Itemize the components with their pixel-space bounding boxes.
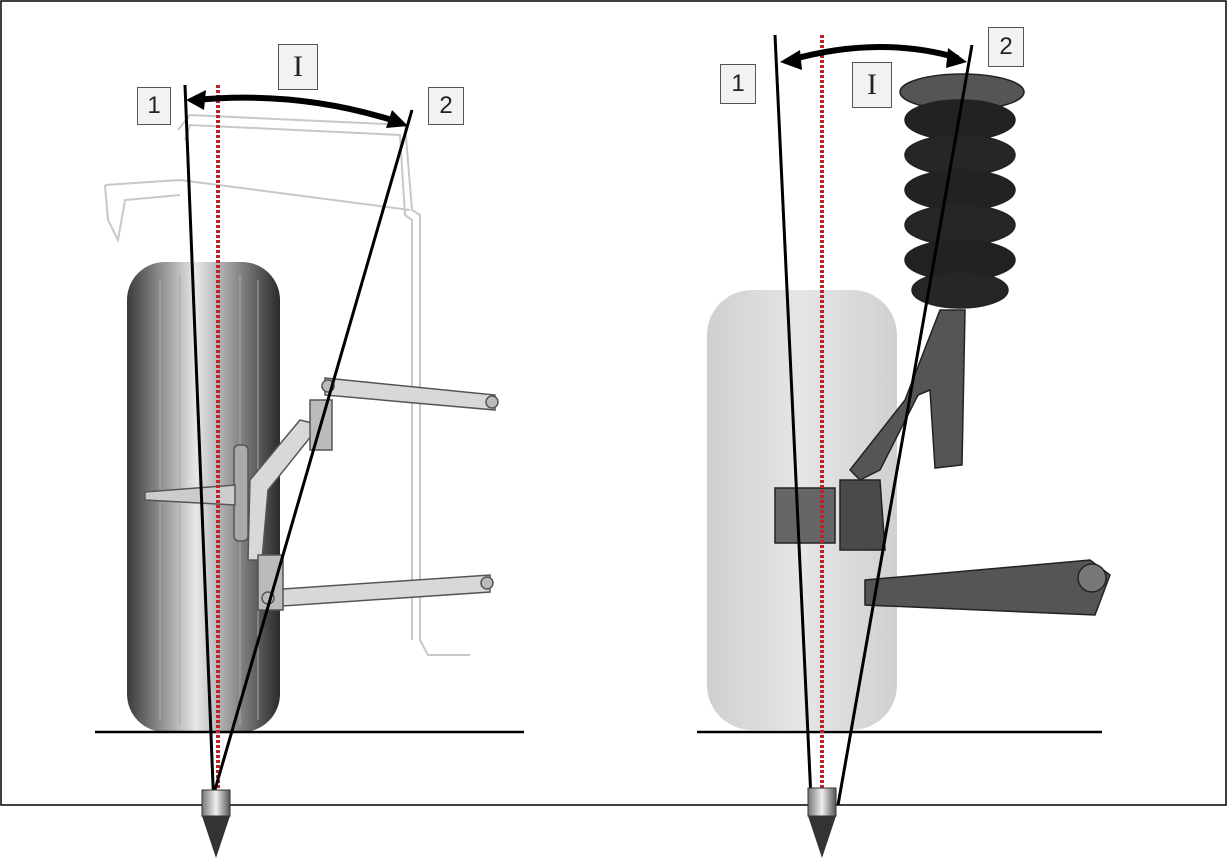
right-angle-label: I — [852, 62, 892, 108]
left-axis-line-2 — [210, 109, 414, 801]
right-arrowhead-1 — [780, 50, 802, 70]
right-label-1: 1 — [720, 64, 756, 104]
right-axis-line-2 — [836, 44, 974, 806]
left-car-body-outline — [104, 113, 470, 656]
left-label-1: 1 — [137, 87, 171, 125]
left-arrowhead-1 — [186, 90, 206, 110]
right-pointer — [807, 787, 837, 858]
left-pointer — [201, 789, 231, 858]
right-suspension — [774, 73, 1111, 616]
left-suspension — [144, 377, 499, 611]
right-label-2: 2 — [988, 27, 1024, 67]
right-axis-line-1 — [773, 34, 814, 821]
left-angle-label: I — [278, 44, 318, 90]
left-axis-line-1 — [183, 84, 217, 836]
left-arrowhead-2 — [386, 110, 408, 128]
right-angle-arc — [789, 44, 959, 63]
left-label-2: 2 — [428, 87, 464, 125]
left-angle-arc — [194, 94, 399, 125]
right-arrowhead-2 — [946, 48, 967, 68]
